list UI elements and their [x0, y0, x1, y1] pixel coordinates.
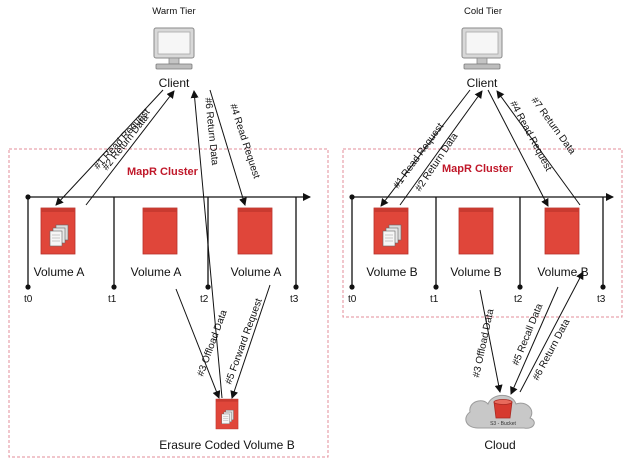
warm-label-forward-request: #5 Forward Request [223, 297, 264, 386]
warm-label-return-data-6: #6 Return Data [202, 97, 220, 166]
cold-label-offload-data: #3 Offload Data [471, 308, 496, 379]
cold-arrow-read-request-4 [487, 89, 549, 207]
cold-tier: Cold Tier Client MapR Cluster t0 t1 t2 t… [342, 6, 623, 452]
bucket-label: S3 - Bucket [490, 421, 516, 427]
warm-time-t2: t2 [200, 294, 209, 305]
cold-label-recall-data: #5 Recall Data [511, 302, 546, 367]
warm-ec-volume-icon [215, 398, 239, 430]
cold-tier-title: Cold Tier [464, 6, 502, 17]
warm-cluster-title: MapR Cluster [127, 166, 199, 178]
warm-tier: Warm Tier Client MapR Cluster t0 t1 t2 t… [8, 6, 329, 458]
warm-arrow-read-request [55, 89, 164, 206]
cold-arrow-recall-data [510, 286, 559, 395]
cold-volume-label: Volume B [366, 265, 417, 279]
cold-time-t2: t2 [514, 294, 523, 305]
warm-label-offload-data: #3 Offload Data [195, 308, 229, 378]
cold-volume-label: Volume B [537, 265, 588, 279]
warm-ec-volume-label: Erasure Coded Volume B [159, 438, 294, 452]
cold-label-return-data-6: #6 Return Data [531, 317, 573, 382]
warm-client-monitor-icon [153, 27, 195, 70]
cold-volume-b-t1 [458, 207, 494, 255]
warm-label-read-request-4: #4 Read Request [227, 103, 262, 181]
warm-time-t1: t1 [108, 294, 117, 305]
warm-arrow-return-data-6 [190, 90, 223, 399]
cold-volume-b-t0 [373, 207, 409, 255]
warm-volume-label: Volume A [231, 265, 282, 279]
cold-arrow-return-data-7 [496, 90, 581, 206]
cold-time-t1: t1 [430, 294, 439, 305]
warm-volume-a-t0 [40, 207, 76, 255]
warm-label-return-data: #2 Return Data [101, 112, 152, 173]
cold-time-t3: t3 [597, 294, 606, 305]
warm-cluster-box [8, 148, 329, 458]
cold-cluster-title: MapR Cluster [442, 163, 514, 175]
cold-arrow-read-request [380, 89, 471, 207]
warm-arrow-offload-data [175, 288, 221, 399]
cold-arrow-return-data-6 [519, 271, 584, 393]
cold-client-label: Client [467, 76, 498, 90]
warm-volume-label: Volume A [34, 265, 85, 279]
file-stack-icon [382, 224, 402, 247]
warm-arrow-return-data [85, 90, 175, 206]
cold-volume-b-t2 [544, 207, 580, 255]
warm-volume-label: Volume A [131, 265, 182, 279]
warm-arrow-read-request-4 [209, 89, 247, 206]
cloud-icon: S3 - Bucket [465, 394, 535, 429]
cold-time-t0: t0 [348, 294, 357, 305]
cold-client-monitor-icon [461, 27, 503, 70]
warm-time-t0: t0 [24, 294, 33, 305]
warm-volume-a-t1 [142, 207, 178, 255]
cold-arrow-return-data [399, 90, 483, 206]
cloud-label: Cloud [484, 438, 515, 452]
warm-volume-a-t2 [237, 207, 273, 255]
cold-arrow-offload-data [479, 289, 503, 393]
cold-cluster-box [342, 148, 623, 318]
warm-tier-title: Warm Tier [152, 6, 195, 17]
cold-volume-label: Volume B [450, 265, 501, 279]
warm-client-label: Client [159, 76, 190, 90]
warm-arrow-forward-request [230, 284, 271, 399]
warm-time-t3: t3 [290, 294, 299, 305]
